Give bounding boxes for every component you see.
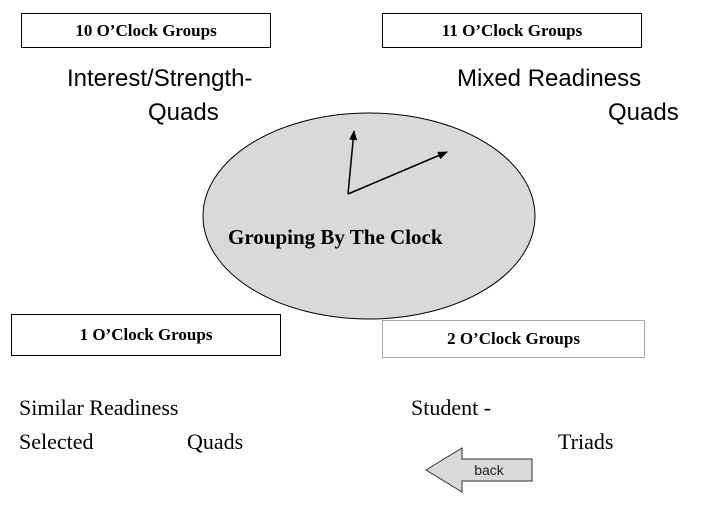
left-arrow-icon	[425, 447, 533, 493]
ten-oclock-box: 10 O’Clock Groups	[21, 13, 271, 48]
eleven-oclock-box: 11 O’Clock Groups	[382, 13, 642, 48]
two-oclock-group-line2: Triads	[558, 429, 614, 454]
clock-hour-hand	[347, 130, 358, 195]
clock-minute-hand	[347, 151, 448, 195]
one-oclock-group-quads: Quads	[187, 429, 244, 454]
one-oclock-group-line1: Similar Readiness	[19, 395, 179, 420]
clock-label: Grouping By The Clock	[228, 225, 443, 249]
back-label: back	[474, 462, 504, 478]
one-oclock-group-selected: Selected	[19, 429, 94, 454]
clock-face	[202, 112, 536, 320]
ten-oclock-group-line2: Quads	[148, 99, 219, 126]
back-button[interactable]: back	[425, 446, 535, 494]
two-oclock-box: 2 O’Clock Groups	[382, 320, 645, 358]
eleven-oclock-group-line2: Quads	[608, 99, 679, 126]
two-oclock-group-line1: Student -	[411, 395, 492, 420]
one-oclock-box: 1 O’Clock Groups	[11, 314, 281, 356]
eleven-oclock-group-line1: Mixed Readiness	[457, 65, 642, 92]
ten-oclock-group-line1: Interest/Strength-	[67, 65, 253, 92]
